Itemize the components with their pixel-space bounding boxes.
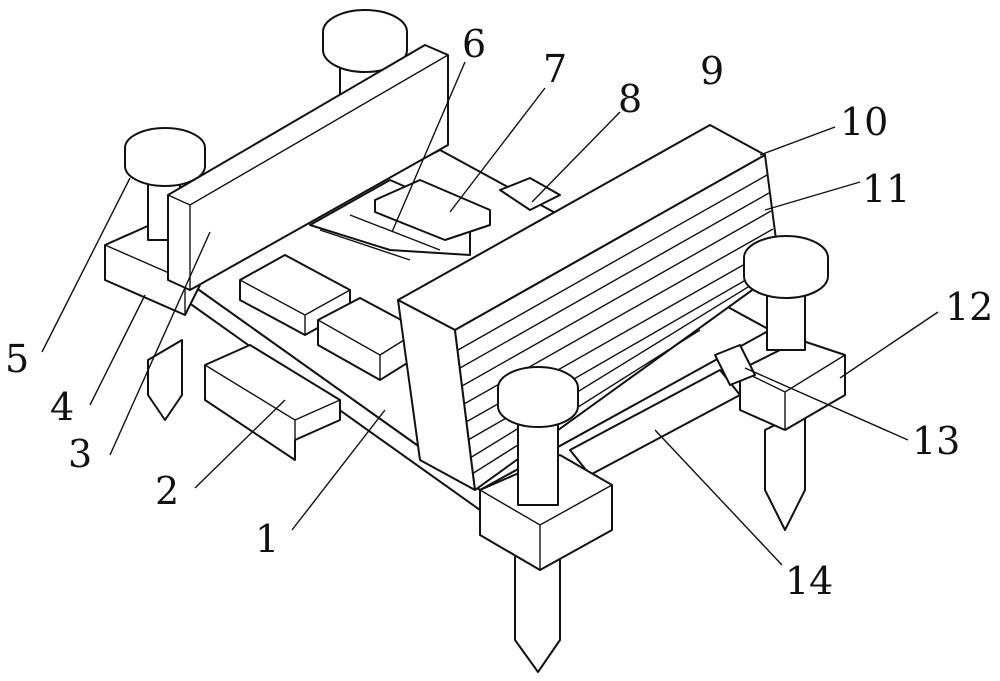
- label-14: 14: [785, 562, 833, 600]
- label-11: 11: [862, 170, 910, 208]
- label-4: 4: [50, 388, 74, 426]
- label-12: 12: [945, 288, 993, 326]
- label-6: 6: [462, 25, 486, 63]
- label-10: 10: [840, 103, 888, 141]
- label-8: 8: [618, 80, 642, 118]
- label-9: 9: [700, 52, 724, 90]
- label-1: 1: [255, 520, 279, 558]
- label-3: 3: [68, 435, 92, 473]
- label-13: 13: [912, 422, 960, 460]
- label-2: 2: [155, 472, 179, 510]
- label-5: 5: [5, 340, 29, 378]
- label-7: 7: [543, 50, 567, 88]
